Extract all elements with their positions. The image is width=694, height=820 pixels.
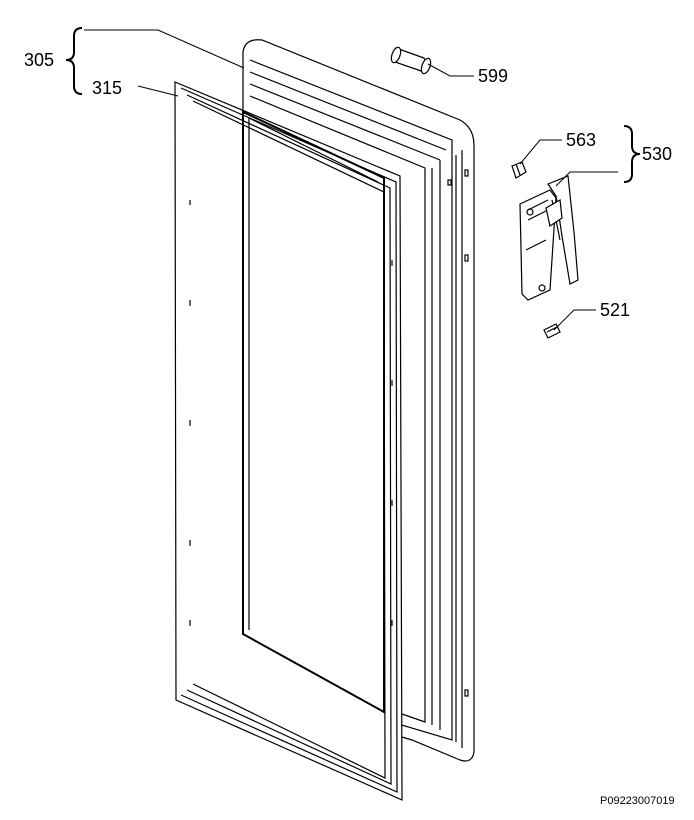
label-521: 521 <box>600 300 630 320</box>
handle-icon <box>519 175 579 301</box>
label-315: 315 <box>92 78 122 98</box>
hinge-pin-icon <box>390 46 432 75</box>
brace-530-icon <box>623 125 641 183</box>
label-530: 530 <box>642 144 672 164</box>
handle-cap-icon <box>511 161 527 179</box>
door-gasket <box>174 81 403 801</box>
leader-521 <box>553 309 596 331</box>
label-599: 599 <box>478 66 508 86</box>
reference-code: P09223007019 <box>600 795 675 807</box>
leader-305 <box>84 29 245 69</box>
leader-563 <box>519 139 562 165</box>
label-563: 563 <box>566 130 596 150</box>
leader-530 <box>555 171 618 187</box>
leader-315 <box>137 85 179 97</box>
brace-305-icon <box>65 27 83 95</box>
leader-599 <box>427 63 474 77</box>
label-305: 305 <box>24 50 54 70</box>
